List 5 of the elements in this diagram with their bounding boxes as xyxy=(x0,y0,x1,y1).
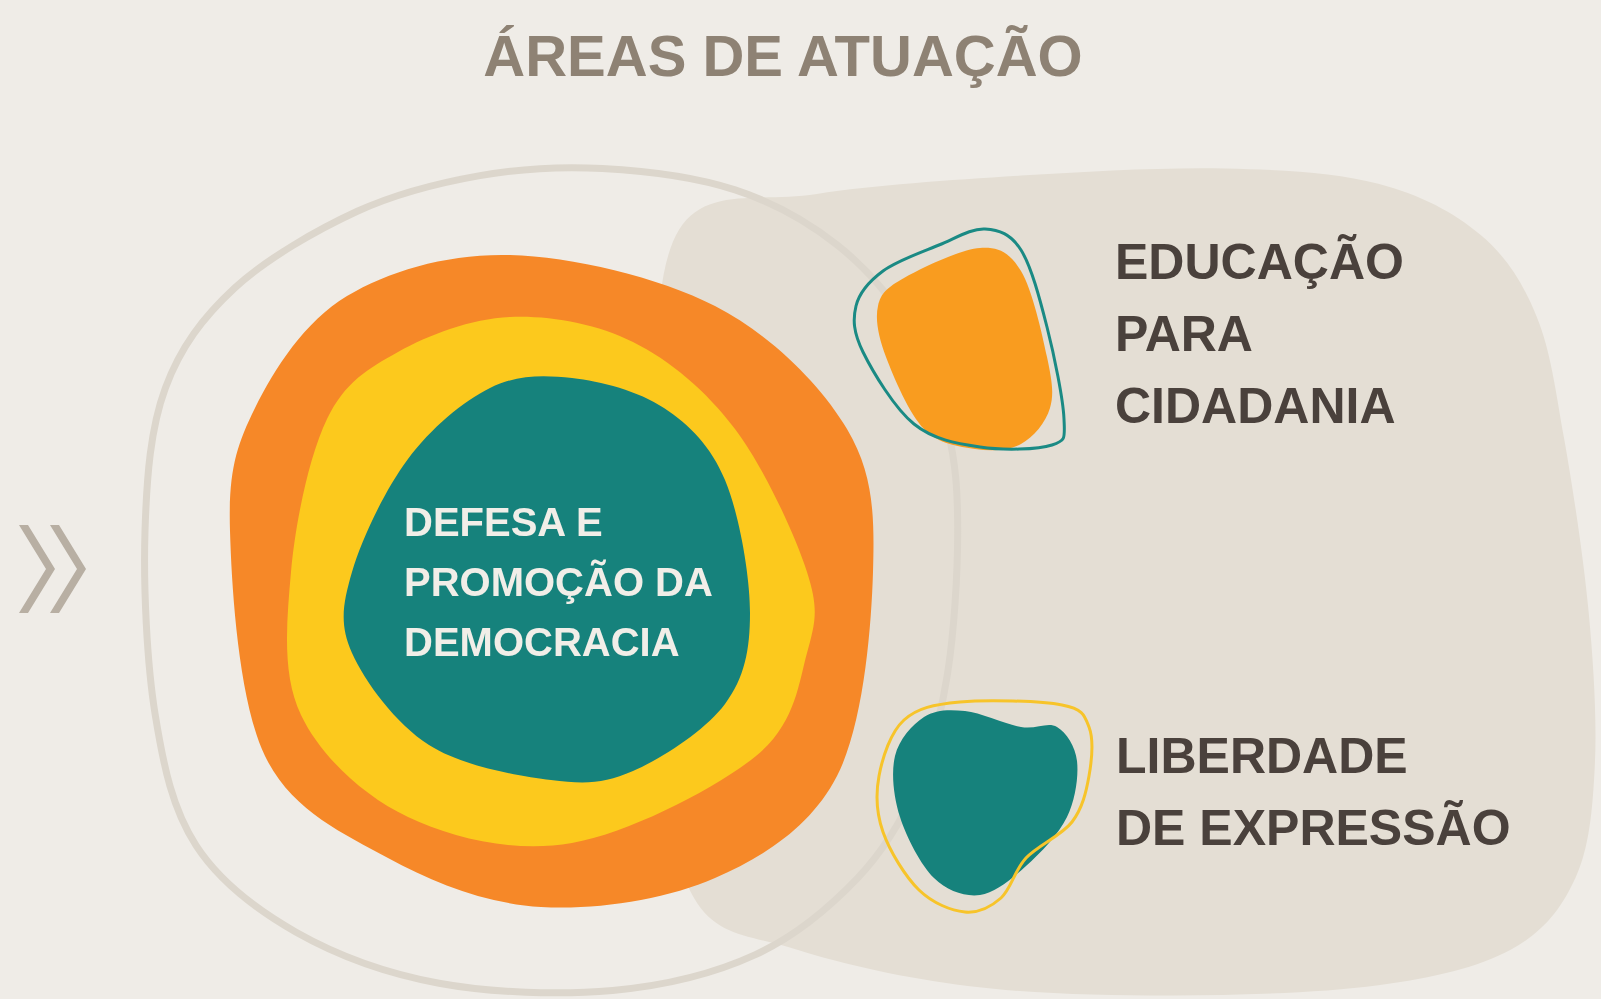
outer-blob xyxy=(227,253,873,907)
area-label: EDUCAÇÃO PARA CIDADANIA xyxy=(1115,233,1404,436)
blob-label: DEFESA E PROMOÇÃO DA DEMOCRACIA xyxy=(404,499,713,666)
title: ÁREAS DE ATUAÇÃO xyxy=(483,22,1083,90)
area-label: LIBERDADE DE EXPRESSÃO xyxy=(1116,727,1511,858)
